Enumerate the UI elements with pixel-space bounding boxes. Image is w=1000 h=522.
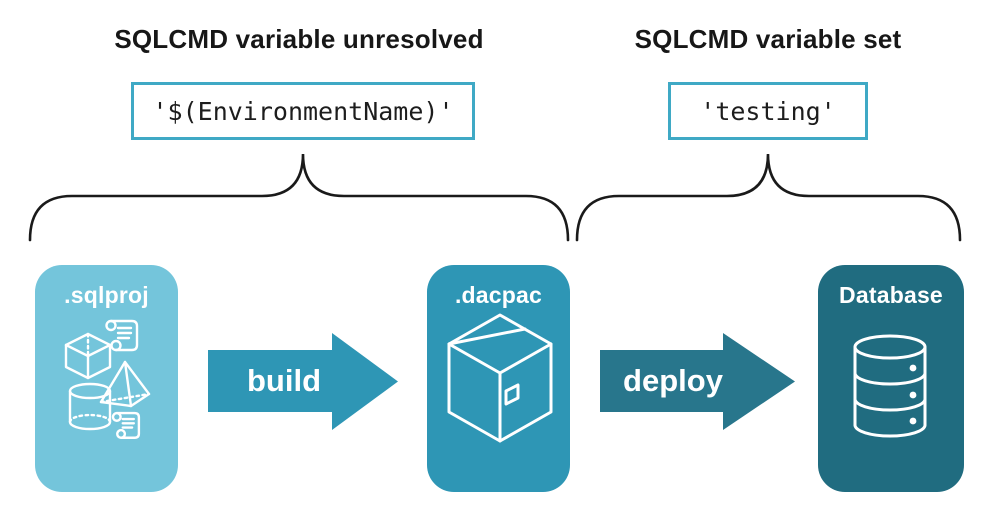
deploy-arrow — [600, 333, 795, 430]
cube-icon — [66, 334, 110, 378]
heading-sqlcmd-unresolved: SQLCMD variable unresolved — [114, 24, 484, 54]
stage-title-sqlproj: .sqlproj — [64, 282, 149, 308]
build-arrow-label: build — [246, 363, 322, 398]
stage-card-sqlproj: .sqlproj — [35, 265, 178, 492]
code-text-unresolved: '$(EnvironmentName)' — [152, 96, 454, 126]
build-arrow — [208, 333, 398, 430]
package-icon — [427, 265, 570, 492]
stage-title-database: Database — [839, 282, 943, 308]
code-box-unresolved: '$(EnvironmentName)' — [131, 82, 475, 140]
script-icon — [111, 412, 140, 439]
heading-sqlcmd-set: SQLCMD variable set — [634, 24, 902, 54]
stage-card-dacpac: .dacpac — [427, 265, 570, 492]
database-icon — [818, 265, 964, 492]
cylinder-icon — [70, 384, 110, 429]
sql-objects-icon — [35, 319, 178, 439]
code-box-set: 'testing' — [668, 82, 868, 140]
brace-left-icon — [28, 153, 570, 242]
code-text-set: 'testing' — [700, 96, 836, 126]
stage-title-dacpac: .dacpac — [454, 282, 543, 308]
deploy-arrow-label: deploy — [623, 363, 723, 398]
brace-right-icon — [575, 153, 962, 242]
stage-card-database: Database — [818, 265, 964, 492]
